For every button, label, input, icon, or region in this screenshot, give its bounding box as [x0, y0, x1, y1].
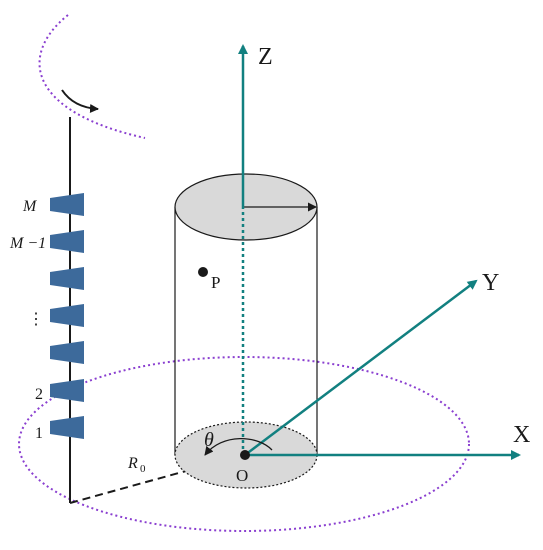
array-label-1: 1 — [35, 425, 43, 442]
curved-arrow-icon — [61, 89, 99, 113]
array-element-5 — [50, 341, 84, 364]
point-p — [198, 267, 208, 277]
x-axis-label: X — [513, 422, 530, 448]
array-element-m-minus-1 — [50, 230, 84, 253]
theta-label: θ — [204, 429, 214, 451]
z-axis-label: Z — [258, 44, 273, 70]
array-label-ellipsis: ⋮ — [28, 311, 44, 328]
radius-subscript: 0 — [140, 463, 146, 475]
origin-label: O — [236, 466, 248, 485]
array-element-1 — [50, 416, 84, 439]
array-elements — [50, 193, 84, 439]
upper-orbit-arc — [38, 14, 146, 139]
array-element-2 — [50, 379, 84, 402]
y-axis-label: Y — [482, 270, 499, 296]
array-label-2: 2 — [35, 386, 43, 403]
array-element-3 — [50, 267, 84, 290]
origin-point — [240, 450, 250, 460]
theta-angle-arc — [204, 437, 273, 456]
array-element-m — [50, 193, 84, 216]
array-label-m: M — [22, 198, 38, 215]
point-p-label: P — [211, 273, 220, 292]
array-label-m-minus-1: M −1 — [9, 235, 46, 252]
radius-label: R — [127, 455, 138, 472]
y-axis — [244, 279, 478, 456]
array-element-4 — [50, 304, 84, 327]
